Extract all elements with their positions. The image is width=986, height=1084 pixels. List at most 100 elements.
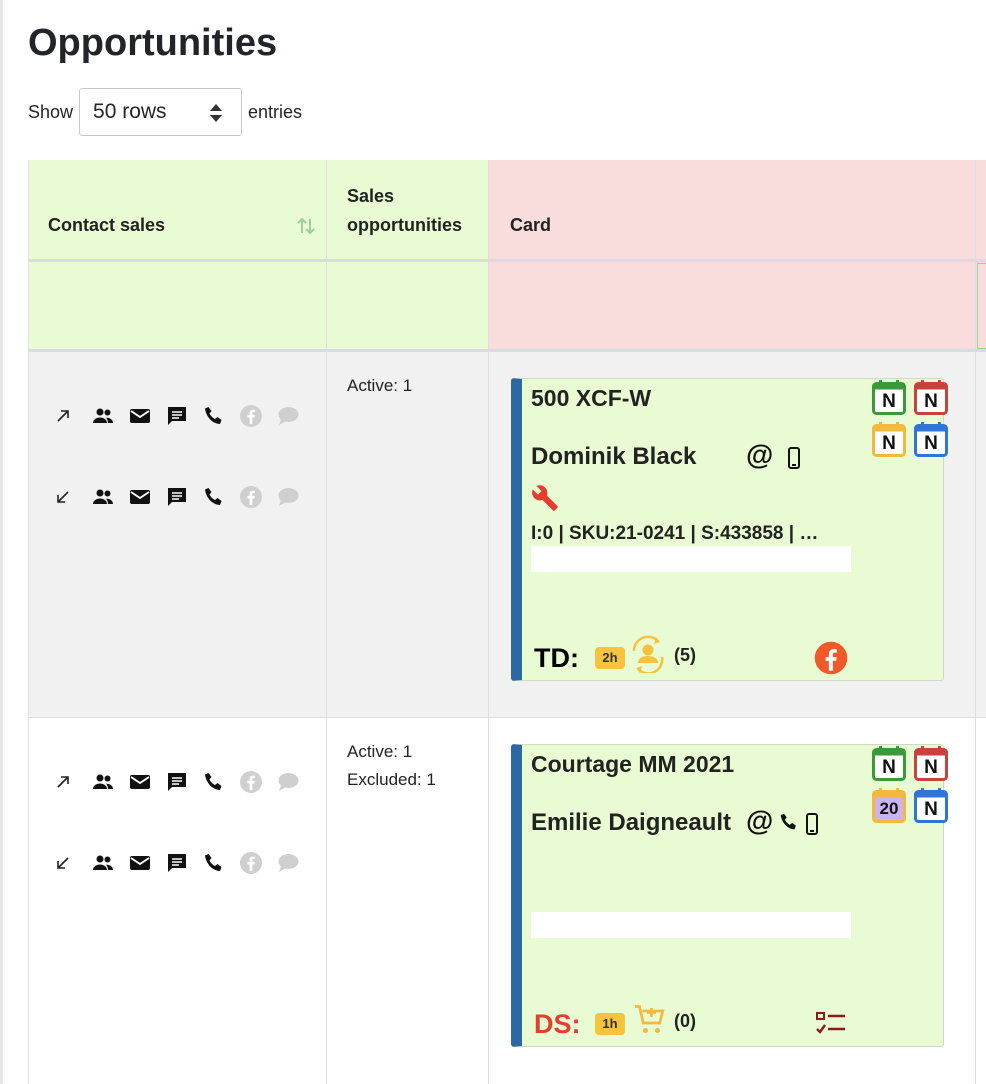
chat-bubble-icon[interactable]: [276, 851, 300, 875]
card-title[interactable]: Courtage MM 2021: [531, 751, 735, 777]
facebook-icon[interactable]: [239, 404, 263, 428]
calendar-label: N: [924, 433, 938, 454]
user-sync-icon[interactable]: [628, 635, 668, 673]
facebook-icon[interactable]: [814, 641, 848, 675]
rows-select-value: 50 rows: [93, 100, 167, 123]
card-title[interactable]: 500 XCF-W: [531, 385, 652, 411]
calendar-icon-yellow[interactable]: 20: [872, 788, 906, 823]
card-note-field[interactable]: [531, 546, 851, 572]
mail-icon[interactable]: [128, 851, 152, 875]
calendar-label: N: [924, 757, 938, 778]
opportunity-card[interactable]: Courtage MM 2021 Emilie Daigneault @ N N…: [511, 744, 948, 1047]
calendar-icon-blue[interactable]: N: [914, 788, 948, 823]
phone-icon[interactable]: [202, 404, 226, 428]
phone-icon[interactable]: [778, 811, 800, 833]
col-divider: [326, 160, 327, 1084]
card-note-field[interactable]: [531, 912, 851, 938]
header-sales-line1: Sales: [347, 186, 395, 206]
sales-excluded: Excluded: 1: [347, 770, 436, 789]
count-value: (0): [674, 1011, 696, 1031]
filter-cell-card: [489, 262, 986, 350]
checklist-icon[interactable]: [814, 1009, 848, 1039]
calendar-label: N: [924, 799, 938, 820]
chat-bubble-icon[interactable]: [276, 485, 300, 509]
add-cart-icon[interactable]: [632, 1002, 668, 1038]
card-contact-name[interactable]: Dominik Black: [531, 443, 697, 470]
chat-bubble-icon[interactable]: [276, 404, 300, 428]
facebook-icon[interactable]: [239, 770, 263, 794]
message-icon[interactable]: [165, 485, 189, 509]
mail-icon[interactable]: [128, 404, 152, 428]
mail-icon[interactable]: [128, 770, 152, 794]
card-info-line: I:0 | SKU:21-0241 | S:433858 | …: [531, 523, 819, 544]
phone-icon[interactable]: [202, 770, 226, 794]
calendar-label: N: [924, 391, 938, 412]
group-icon[interactable]: [91, 770, 115, 794]
contact-line-incoming: [55, 851, 313, 875]
card-status-label: DS:: [534, 1009, 581, 1039]
message-icon[interactable]: [165, 851, 189, 875]
phone-icon[interactable]: [202, 851, 226, 875]
group-icon[interactable]: [91, 404, 115, 428]
group-icon[interactable]: [91, 485, 115, 509]
mobile-icon[interactable]: [805, 813, 819, 835]
show-label: Show: [28, 101, 74, 122]
contact-line-outgoing: [55, 770, 313, 794]
filter-input-edge[interactable]: [977, 263, 986, 349]
card-contact-name[interactable]: Emilie Daigneault: [531, 809, 732, 836]
calendar-icon-red[interactable]: N: [914, 380, 948, 415]
arrow-out-icon: [57, 410, 69, 422]
header-contact-sales[interactable]: Contact sales: [28, 160, 327, 260]
contact-at-icon[interactable]: @: [746, 439, 774, 470]
left-border: [0, 0, 3, 1084]
arrow-out-icon: [57, 776, 69, 788]
sales-status: Active: 1: [347, 372, 412, 400]
calendar-icon-yellow[interactable]: N: [872, 422, 906, 457]
header-sales-line2: opportunities: [347, 215, 462, 235]
select-caret-icon: [210, 104, 223, 122]
length-control: Show 50 rows entries: [28, 88, 302, 136]
filter-cell-contact: [28, 262, 489, 350]
time-badge: 2h: [595, 647, 625, 669]
arrow-in-icon: [57, 857, 69, 869]
count-value: (5): [674, 645, 696, 665]
header-sales-opportunities[interactable]: Sales opportunities: [327, 160, 489, 260]
calendar-icon-red[interactable]: N: [914, 746, 948, 781]
header-card-label: Card: [510, 215, 552, 235]
contact-line-incoming: [55, 485, 313, 509]
page-title: Opportunities: [28, 22, 278, 64]
col-divider: [488, 160, 489, 1084]
message-icon[interactable]: [165, 404, 189, 428]
mail-icon[interactable]: [128, 485, 152, 509]
row-divider: [28, 717, 986, 718]
arrow-in-icon: [57, 491, 69, 503]
filter-divider: [28, 349, 986, 352]
header-contact-sales-label: Contact sales: [48, 215, 166, 235]
sales-active: Active: 1: [347, 376, 413, 395]
opportunity-card[interactable]: 500 XCF-W Dominik Black @ I:0 | SKU:21-0…: [511, 378, 948, 681]
entries-label: entries: [248, 101, 303, 122]
calendar-icon-green[interactable]: N: [872, 746, 906, 781]
group-icon[interactable]: [91, 851, 115, 875]
sales-active: Active: 1: [347, 742, 413, 761]
facebook-icon[interactable]: [239, 485, 263, 509]
calendar-label: 20: [879, 799, 899, 818]
calendar-label: N: [882, 433, 896, 454]
phone-icon[interactable]: [202, 485, 226, 509]
header-card[interactable]: Card: [489, 160, 986, 260]
chat-bubble-icon[interactable]: [276, 770, 300, 794]
calendar-icon-blue[interactable]: N: [914, 422, 948, 457]
header-divider: [28, 259, 986, 262]
mobile-icon[interactable]: [787, 447, 801, 469]
rows-select[interactable]: 50 rows: [79, 88, 243, 136]
calendar-label: N: [882, 391, 896, 412]
col-divider: [28, 160, 29, 1084]
card-status-label: TD:: [534, 643, 579, 673]
message-icon[interactable]: [165, 770, 189, 794]
facebook-icon[interactable]: [239, 851, 263, 875]
calendar-icon-green[interactable]: N: [872, 380, 906, 415]
sort-icon[interactable]: [296, 216, 316, 236]
col-divider: [975, 160, 976, 1084]
contact-at-icon[interactable]: @: [746, 805, 774, 836]
calendar-label: N: [882, 757, 896, 778]
